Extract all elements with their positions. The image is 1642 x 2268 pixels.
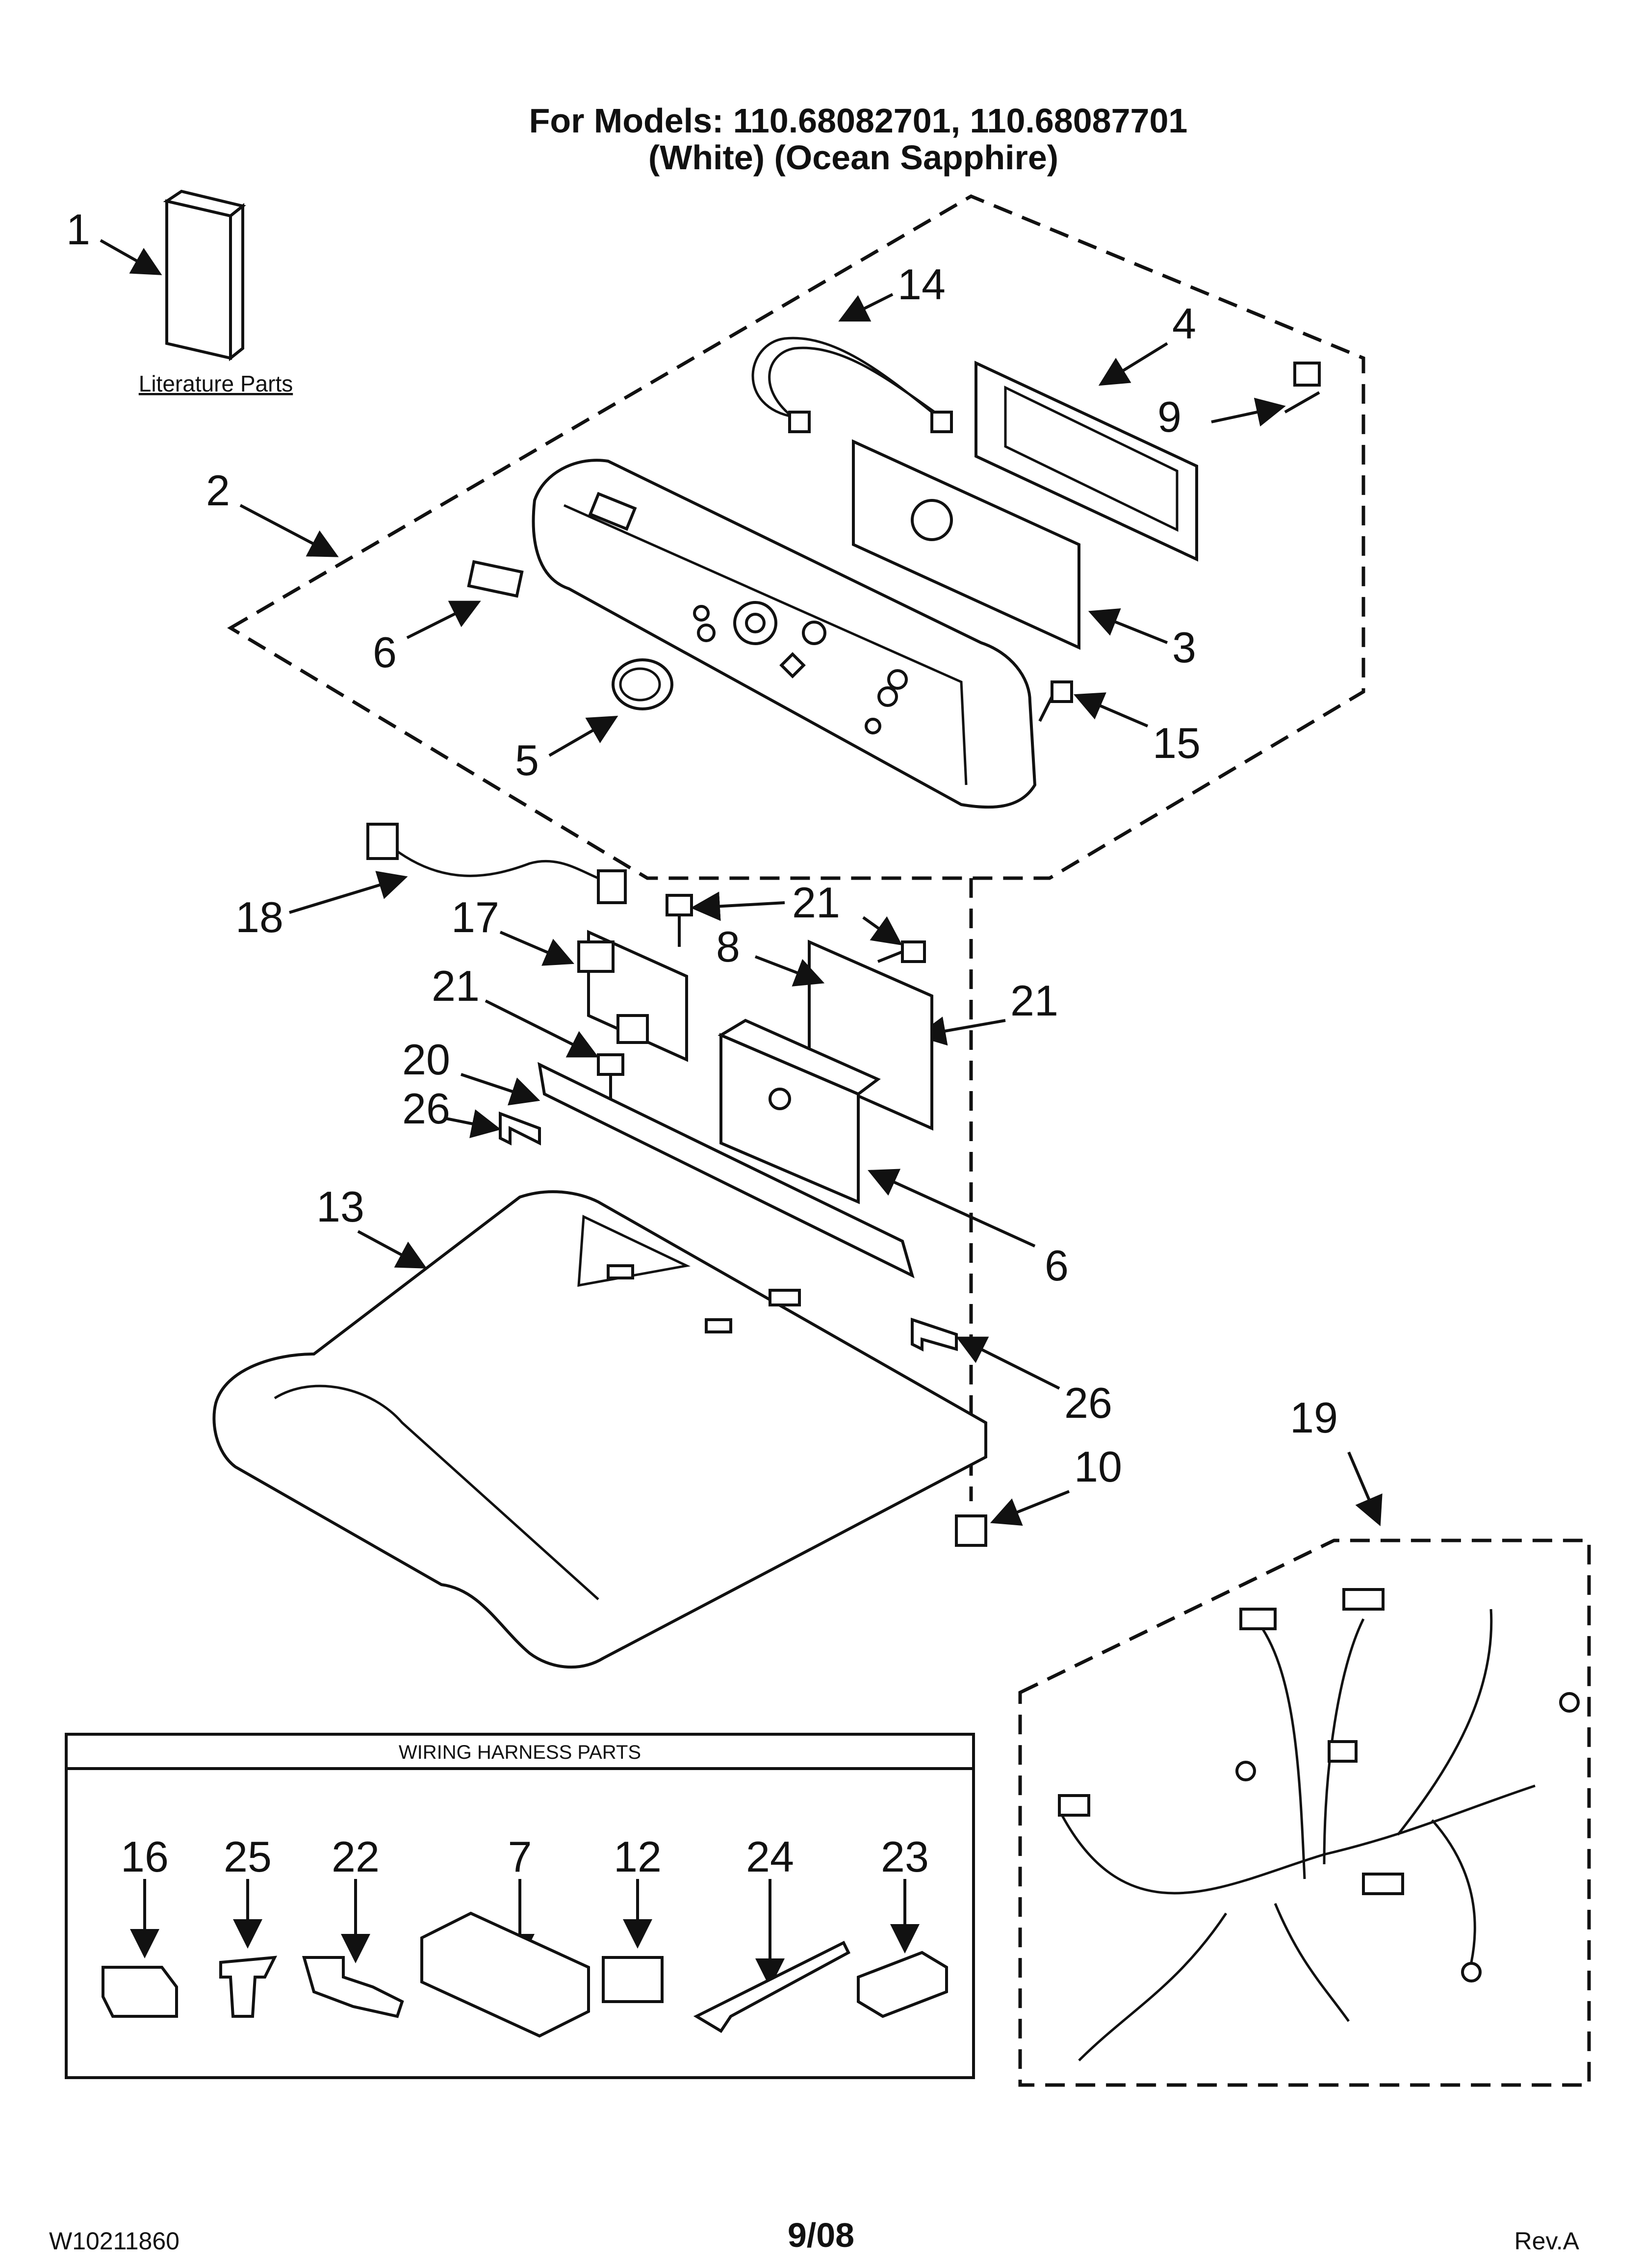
harness-part-18	[366, 823, 627, 904]
control-board-part-3	[852, 439, 1080, 650]
main-harness-part-19	[1058, 1588, 1580, 2061]
callout-20: 20	[402, 1035, 450, 1084]
bracket-part-4	[975, 361, 1198, 562]
callout-11: 10	[1074, 1442, 1122, 1491]
callout-5: 5	[515, 736, 539, 784]
literature-book-icon	[163, 189, 246, 362]
callout-26-a: 26	[402, 1084, 450, 1133]
callout-13: 13	[316, 1182, 364, 1231]
terminal-part-22	[302, 1956, 404, 2018]
wiring-box-title: WIRING HARNESS PARTS	[399, 1742, 641, 1763]
connector-part-12	[602, 1956, 664, 2003]
connector-part-7	[420, 1911, 590, 2038]
callout-21-b: 21	[432, 962, 480, 1010]
revision: Rev.A	[1514, 2227, 1580, 2255]
callout-3: 3	[1172, 623, 1196, 672]
wiring-item-24: 24	[746, 1832, 794, 1881]
console-group-boundary	[227, 194, 1365, 880]
callout-4: 4	[1172, 299, 1196, 348]
console-panel	[532, 459, 1037, 809]
models-title: For Models: 110.68082701, 110.68087701	[529, 102, 1188, 140]
models-colors: (White) (Ocean Sapphire)	[648, 138, 1058, 177]
document-number: W10211860	[49, 2227, 180, 2255]
screw-part-10	[1284, 362, 1321, 414]
clip-part-25	[219, 1955, 278, 2018]
wiring-item-25: 25	[224, 1832, 272, 1881]
callout-21-a: 21	[792, 878, 840, 927]
callout-9: 8	[716, 922, 740, 971]
wiring-item-7: 7	[508, 1832, 532, 1881]
cable-tie-part-24	[693, 1940, 850, 2033]
callout-8: 6	[373, 628, 397, 677]
footer-date: 9/08	[788, 2216, 854, 2254]
harness-part-14	[751, 337, 943, 423]
harness-group-boundary	[1018, 1538, 1591, 2087]
callout-1: 1	[66, 205, 90, 254]
strip-part-20	[538, 1062, 915, 1278]
module-part-6	[718, 1018, 881, 1204]
callout-26-b: 26	[1064, 1379, 1112, 1427]
wiring-item-23: 23	[881, 1832, 929, 1881]
screw-part-21-b	[877, 940, 926, 963]
literature-caption: Literature Parts	[139, 371, 293, 396]
board-part-17	[577, 930, 688, 1062]
callout-18: 18	[235, 893, 283, 941]
wiring-item-12: 12	[614, 1832, 662, 1881]
callout-17: 17	[451, 893, 499, 941]
callout-2: 2	[206, 466, 230, 515]
wiring-item-16: 16	[121, 1832, 169, 1881]
screw-part-21-a	[666, 894, 693, 947]
clip-part-26-a	[499, 1111, 541, 1146]
clip-part-16	[102, 1966, 178, 2018]
callout-19: 19	[1290, 1393, 1338, 1442]
knob-part-5	[612, 658, 673, 710]
connector-part-23	[857, 1951, 948, 2018]
wiring-item-22: 22	[332, 1832, 380, 1881]
top-panel-part-13	[212, 1190, 987, 1669]
callout-15: 15	[1153, 719, 1201, 767]
callout-10: 9	[1157, 392, 1181, 441]
callout-14: 14	[898, 260, 946, 309]
part-8-label-plate	[467, 560, 524, 598]
screw-part-15	[1038, 680, 1073, 722]
clip-part-26-b	[911, 1317, 958, 1352]
foot-part-11	[955, 1514, 987, 1547]
callout-6: 6	[1045, 1241, 1069, 1290]
callout-21-c: 21	[1010, 976, 1058, 1025]
